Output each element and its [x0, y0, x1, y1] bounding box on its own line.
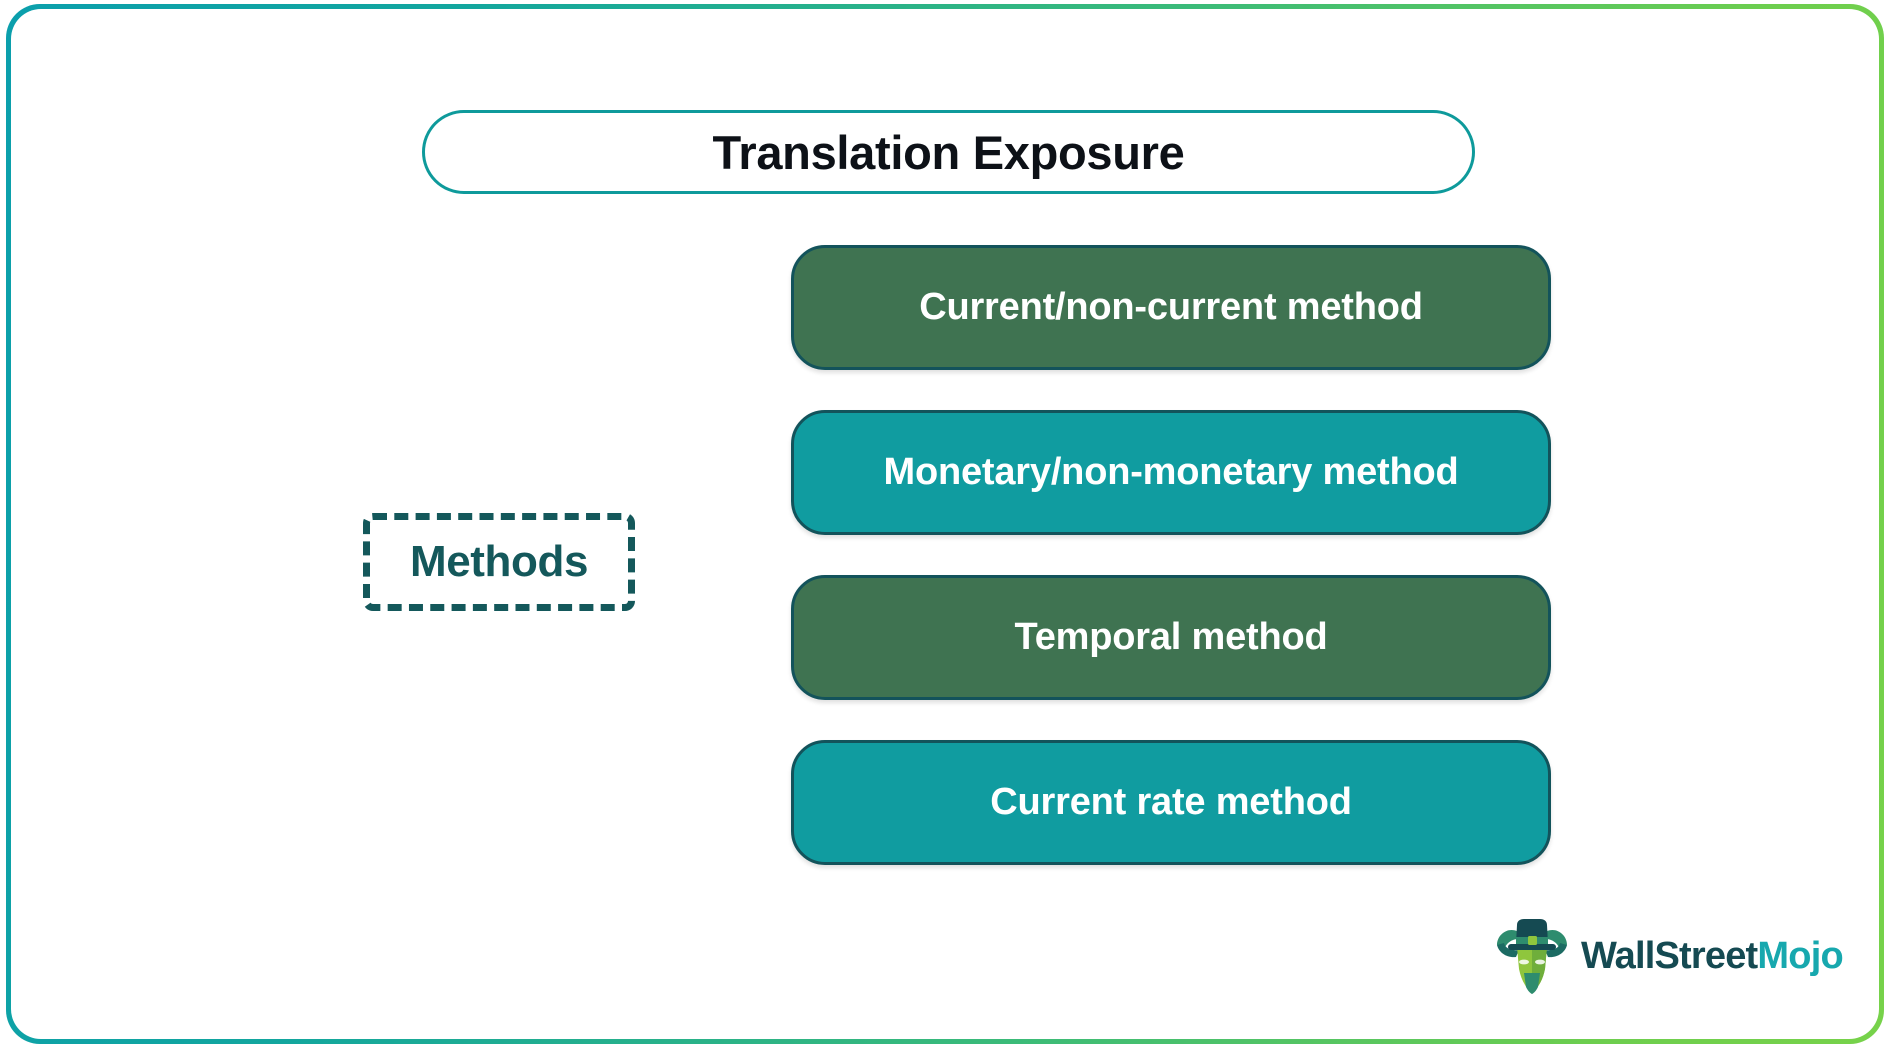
methods-category-box: Methods — [363, 513, 635, 611]
method-label: Current/non-current method — [919, 286, 1423, 328]
method-label: Current rate method — [990, 781, 1352, 823]
logo-wordmark: WallStreetMojo — [1581, 934, 1844, 978]
method-box-temporal[interactable]: Temporal method — [791, 575, 1551, 700]
logo-word-primary: WallStreet — [1581, 934, 1758, 977]
method-box-current-non-current[interactable]: Current/non-current method — [791, 245, 1551, 370]
methods-category-label: Methods — [409, 537, 589, 586]
method-box-current-rate[interactable]: Current rate method — [791, 740, 1551, 865]
logo-word-secondary: Mojo — [1757, 934, 1843, 977]
diagram-title-pill: Translation Exposure — [422, 110, 1475, 194]
page-title: Translation Exposure — [712, 125, 1185, 179]
wallstreetmojo-logo: WallStreetMojo — [1495, 917, 1844, 995]
bull-head-tophat-icon — [1497, 919, 1567, 994]
method-label: Temporal method — [1014, 616, 1328, 658]
methods-list: Current/non-current method Monetary/non-… — [791, 245, 1551, 905]
method-box-monetary-non-monetary[interactable]: Monetary/non-monetary method — [791, 410, 1551, 535]
diagram-surface: Translation Exposure Methods Current/non… — [11, 9, 1879, 1039]
gradient-border-frame: Translation Exposure Methods Current/non… — [6, 4, 1884, 1044]
method-label: Monetary/non-monetary method — [883, 451, 1459, 493]
